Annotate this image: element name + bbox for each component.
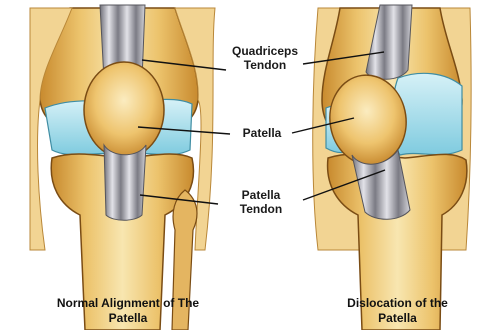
label-patella: Patella	[232, 126, 292, 140]
normal-patella	[84, 62, 164, 158]
caption-normal: Normal Alignment of The Patella	[18, 296, 238, 326]
caption-dislocation-line1: Dislocation of the	[310, 296, 485, 311]
label-patella-tendon: Patella Tendon	[222, 188, 300, 216]
label-patella-tendon-line1: Patella	[222, 188, 300, 202]
label-quadriceps-tendon: Quadriceps Tendon	[226, 44, 304, 72]
caption-dislocation: Dislocation of the Patella	[310, 296, 485, 326]
caption-normal-line1: Normal Alignment of The	[18, 296, 238, 311]
caption-dislocation-line2: Patella	[310, 311, 485, 326]
label-quadriceps-line1: Quadriceps	[226, 44, 304, 58]
normal-patella-tendon	[104, 145, 146, 220]
normal-knee	[30, 5, 215, 330]
caption-normal-line2: Patella	[18, 311, 238, 326]
label-patella-text: Patella	[232, 126, 292, 140]
label-patella-tendon-line2: Tendon	[222, 202, 300, 216]
dislocated-knee	[313, 5, 471, 330]
label-quadriceps-line2: Tendon	[226, 58, 304, 72]
